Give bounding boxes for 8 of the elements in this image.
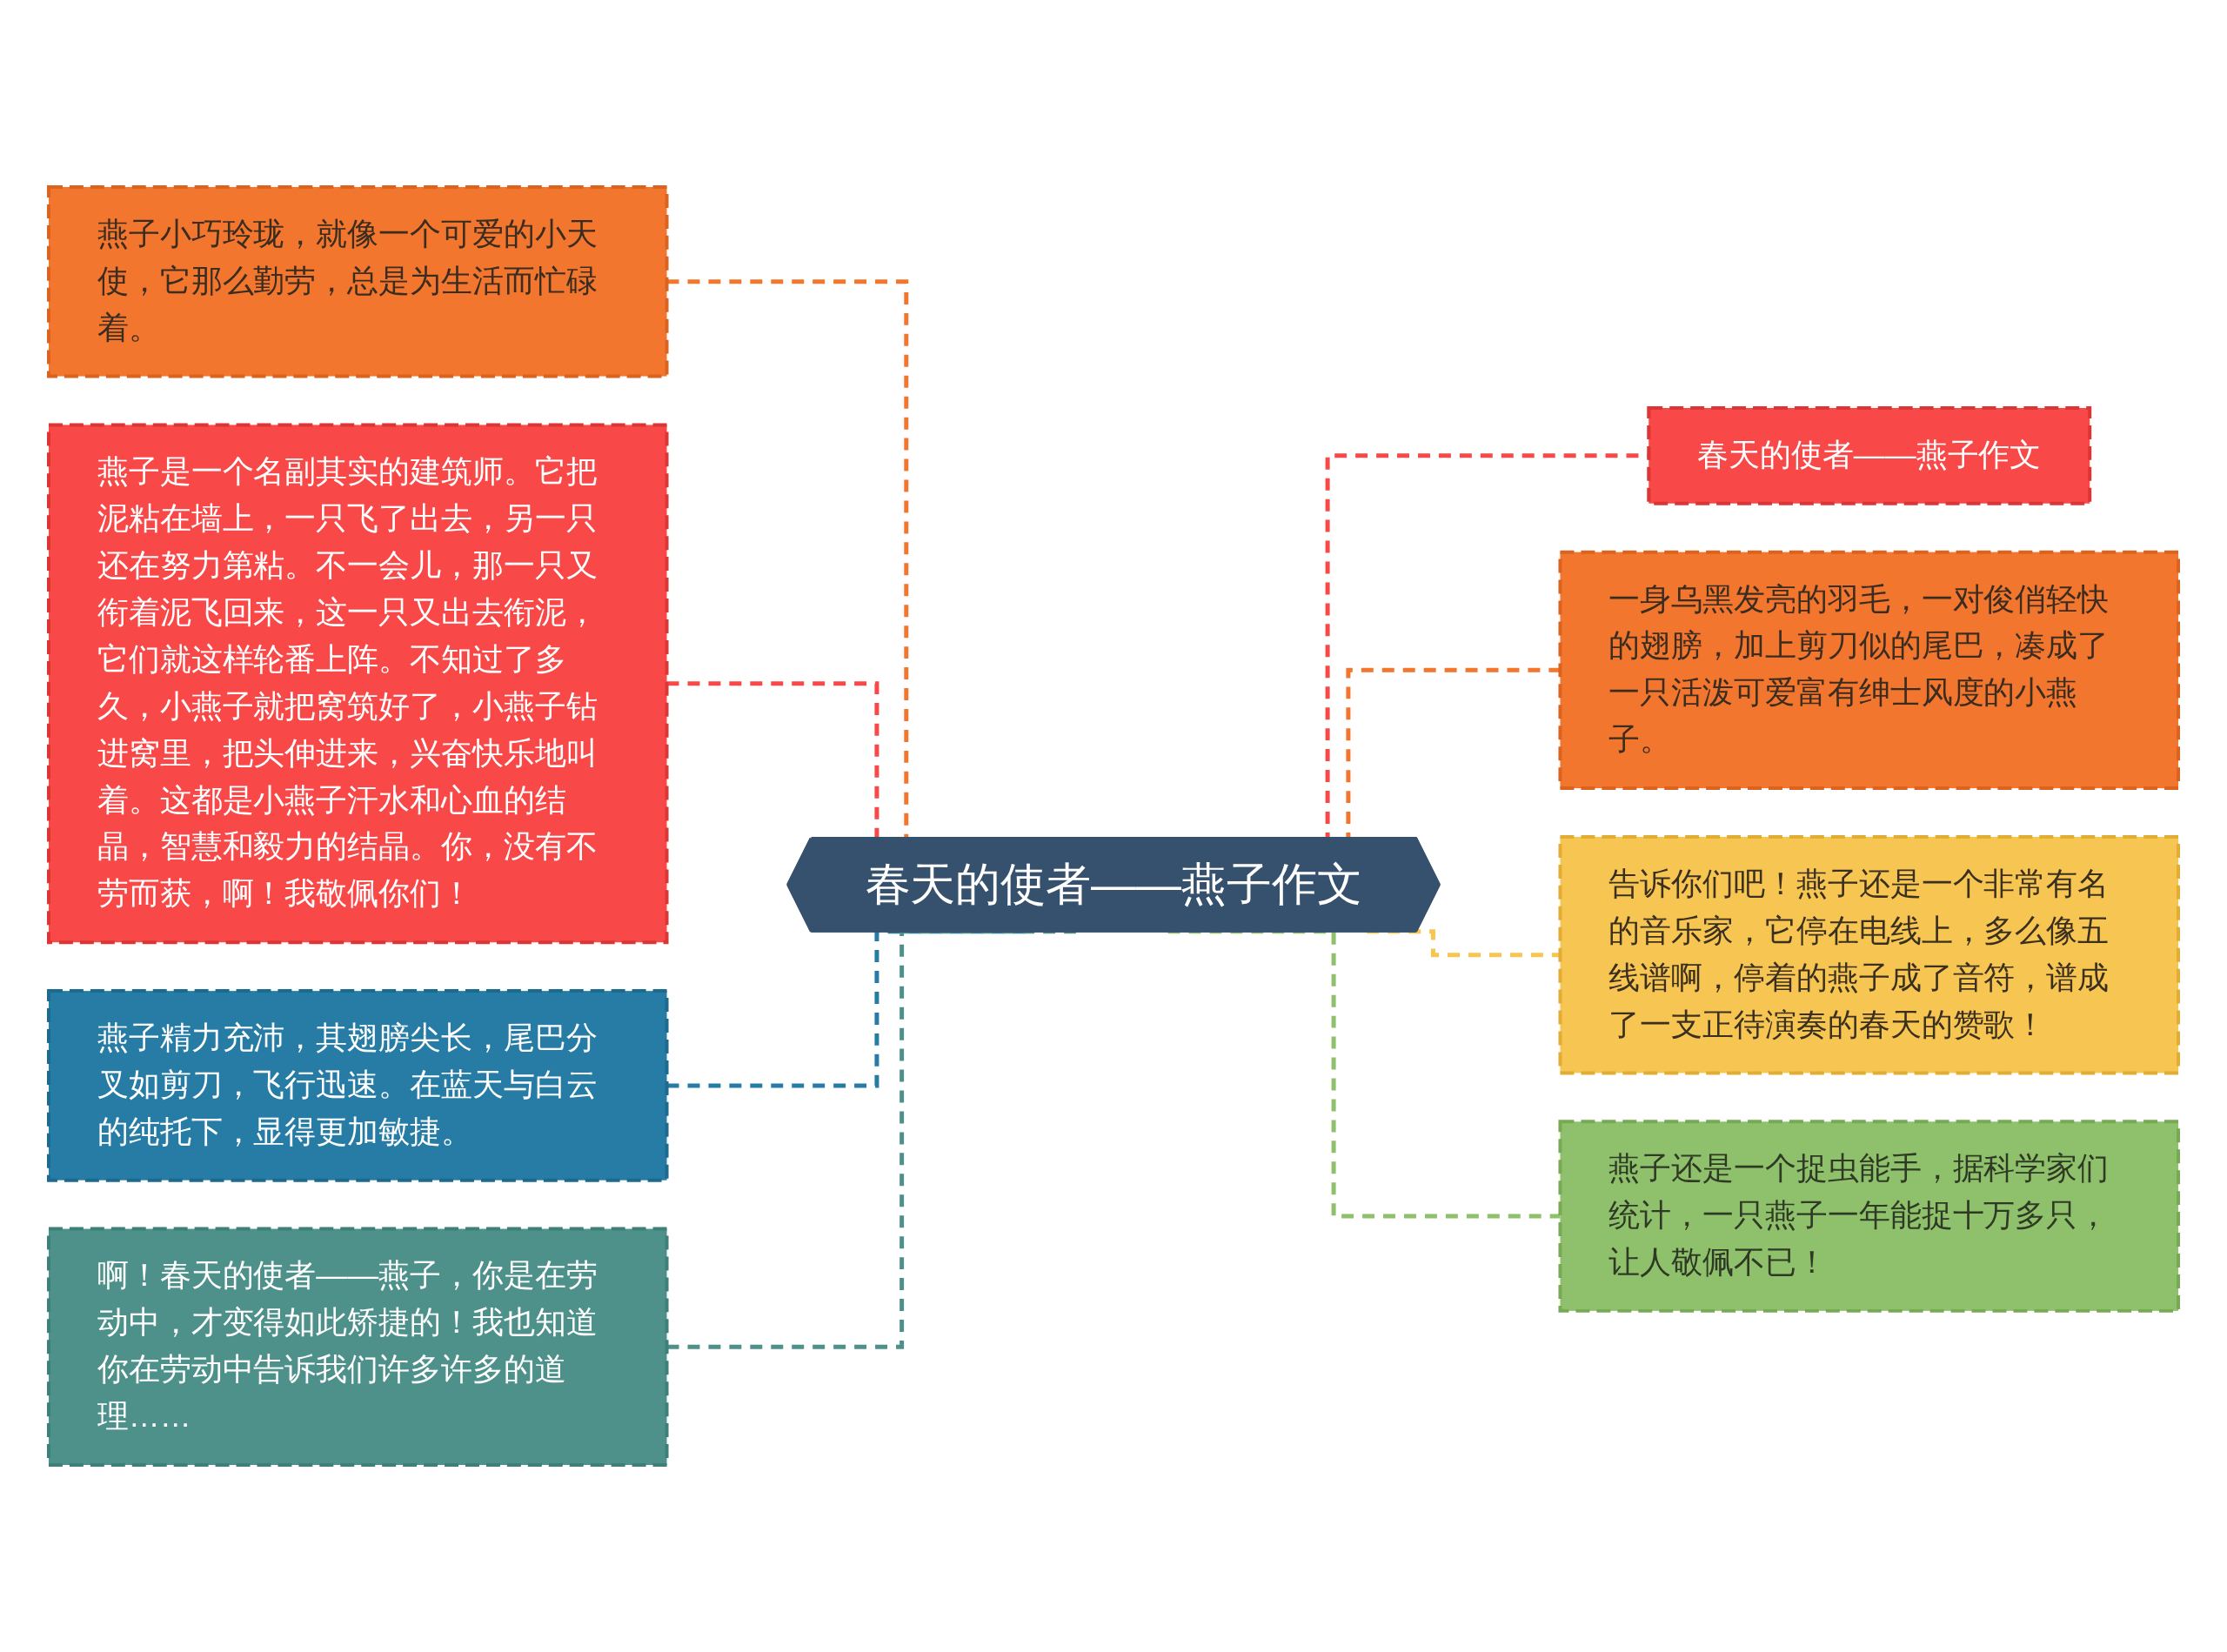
node-box: 燕子精力充沛，其翅膀尖长，尾巴分叉如剪刀，飞行迅速。在蓝天与白云的纯托下，显得更加敏捷。 [46, 989, 669, 1182]
node-box: 燕子还是一个捉虫能手，据科学家们统计，一只燕子一年能捉十万多只，让人敬佩不已！ [1558, 1120, 2181, 1313]
node-box: 燕子是一个名副其实的建筑师。它把泥粘在墙上，一只飞了出去，另一只还在努力第粘。不一会儿，那一只又衔着泥飞回来，这一只又出去衔泥，它们就这样轮番上阵。不知过了多久，小燕子就把窝筑好了，小燕子钻进窝里，把头伸进来，兴奋快乐地叫着。这都是小燕子汗水和心血的结晶，智慧和毅力的结晶。你，没有不劳而获，啊！我敬佩你们！ [46, 423, 669, 945]
node-box: 燕子小巧玲珑，就像一个可爱的小天使，它那么勤劳，总是为生活而忙碌着。 [46, 185, 669, 378]
node-box: 告诉你们吧！燕子还是一个非常有名的音乐家，它停在电线上，多么像五线谱啊，停着的燕子成了音符，谱成了一支正待演奏的春天的赞歌！ [1558, 834, 2181, 1075]
node-box: 一身乌黑发亮的羽毛，一对俊俏轻快的翅膀，加上剪刀似的尾巴，凑成了一只活泼可爱富有绅士风度的小燕子。 [1558, 550, 2181, 791]
node-box: 啊！春天的使者——燕子，你是在劳动中，才变得如此矫捷的！我也知道你在劳动中告诉我们许多许多的道理…… [46, 1227, 669, 1467]
node-box: 春天的使者——燕子作文 [1647, 405, 2092, 505]
